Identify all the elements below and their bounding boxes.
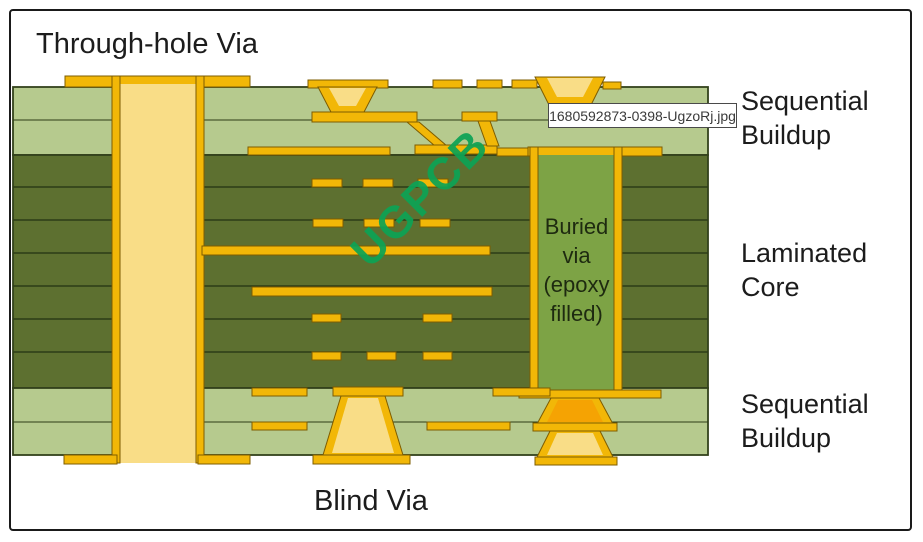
stacked-microvias (532, 397, 618, 466)
label-blind-via: Blind Via (314, 485, 428, 517)
label-sequential-buildup-top: Sequential Buildup (741, 86, 869, 151)
top-surface-copper-pads (64, 75, 622, 90)
label-laminated-core: Laminated Core (741, 238, 868, 303)
label-buried-via: Buried via (epoxy filled) (543, 214, 610, 326)
filename-tooltip: 1680592873-0398-UgzoRj.jpg (548, 103, 737, 128)
buried-via (518, 146, 662, 399)
core-bottom-copper-traces (251, 387, 551, 431)
title-through-hole-via: Through-hole Via (36, 28, 258, 60)
top-blind-via (311, 86, 500, 155)
bottom-blind-via (312, 386, 411, 465)
through-hole-via (63, 75, 251, 465)
label-sequential-buildup-bottom: Sequential Buildup (741, 389, 869, 454)
top-microvia (534, 76, 606, 106)
figure-frame (9, 9, 912, 531)
inner-layer-copper-traces (201, 178, 493, 361)
